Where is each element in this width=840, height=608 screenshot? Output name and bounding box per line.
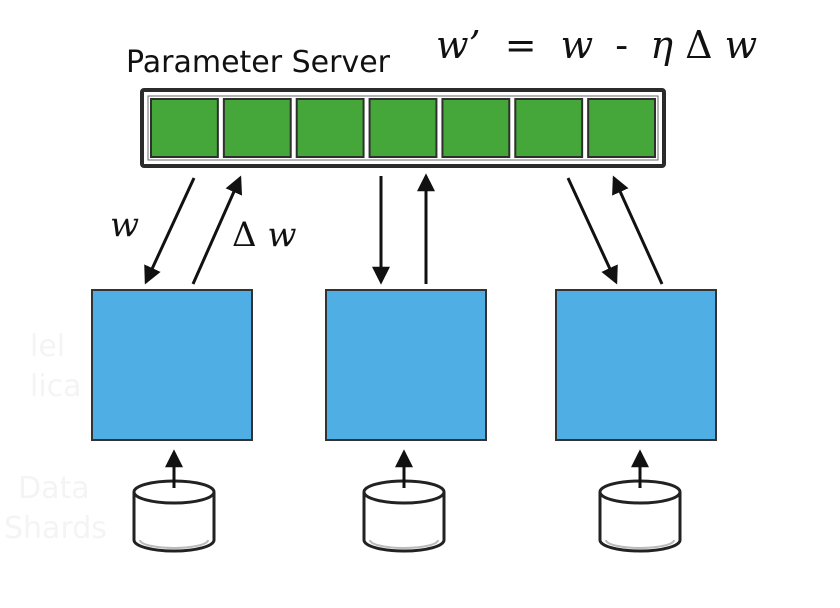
pull-arrow-worker-3: [566, 177, 618, 285]
parameter-server-title: Parameter Server: [126, 45, 391, 80]
formula-eta: η: [650, 23, 673, 67]
data-shard-2-body: [362, 492, 446, 553]
data-shard-3-base-shadow: [605, 539, 675, 549]
data-shard-3-body: [598, 492, 682, 553]
data-shard-2-base-shadow: [369, 539, 439, 549]
formula-minus: -: [615, 23, 628, 67]
push-label-delta-w: Δ w: [232, 215, 296, 255]
faint-model-label-2: lica: [30, 369, 82, 404]
model-replica-2: [325, 289, 487, 441]
model-replica-1: [91, 289, 253, 441]
parameter-shard-2: [222, 98, 292, 158]
data-shard-1-base-shadow: [139, 539, 209, 549]
pull-arrow-worker-1: [144, 177, 196, 285]
faint-data-label-2: Shards: [4, 511, 107, 546]
push-label-w: w: [267, 215, 296, 255]
formula-w: w: [561, 23, 594, 67]
parameter-shard-6: [514, 98, 584, 158]
communication-arrows: [144, 173, 664, 285]
pull-label-w: w: [110, 205, 139, 245]
data-shard-2: [362, 449, 446, 553]
parameter-shard-1: [150, 98, 219, 158]
update-formula: w’ = w - η Δ w: [436, 23, 757, 67]
formula-w-prime: w’: [436, 23, 481, 67]
formula-delta: Δ: [685, 23, 712, 67]
faint-data-label-1: Data: [18, 471, 90, 506]
push-arrow-worker-1: [191, 175, 243, 285]
formula-equals: =: [505, 23, 537, 67]
faint-model-label-1: lel: [30, 329, 65, 364]
model-replica-3: [555, 289, 717, 441]
parameter-shards: [150, 98, 657, 158]
parameter-shard-7: [587, 98, 657, 158]
push-arrow-worker-3: [612, 175, 664, 285]
data-shard-1: [132, 449, 216, 553]
parameter-server-inner-border: [147, 95, 659, 161]
parameter-shard-5: [441, 98, 511, 158]
parameter-shard-3: [295, 98, 365, 158]
data-shard-1-body: [132, 492, 216, 553]
data-shard-3: [598, 449, 682, 553]
parameter-shard-4: [368, 98, 438, 158]
data-shards: [132, 449, 682, 553]
formula-dw: w: [725, 23, 758, 67]
push-label-delta: Δ: [232, 215, 257, 255]
model-replicas: [91, 289, 717, 441]
